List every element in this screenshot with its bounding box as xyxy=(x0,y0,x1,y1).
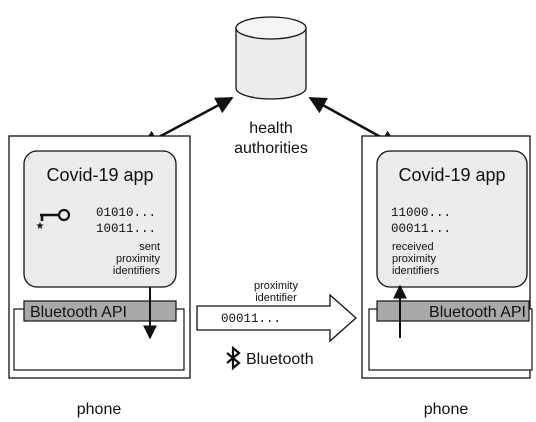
transfer-label-line1: proximity xyxy=(254,280,299,292)
right-bluetooth-api-label: Bluetooth API xyxy=(429,304,526,321)
right-caption-line2: proximity xyxy=(392,253,437,265)
left-app-box xyxy=(23,150,177,288)
transfer-arrow xyxy=(196,293,357,343)
left-binary-line2: 10011... xyxy=(96,222,156,236)
transfer-label-line2: identifier xyxy=(255,292,297,304)
svg-text:★: ★ xyxy=(36,221,45,232)
right-app-box xyxy=(376,150,528,288)
right-caption-line1: received xyxy=(392,241,434,253)
server-label-line1: health xyxy=(249,120,293,137)
right-binary-line1: 11000... xyxy=(391,206,451,220)
right-caption-line3: identifiers xyxy=(392,265,440,277)
right-phone xyxy=(361,135,533,379)
right-binary-line2: 00011... xyxy=(391,222,451,236)
transfer-value: 00011... xyxy=(221,312,281,326)
left-bluetooth-api-bar xyxy=(23,300,177,322)
right-bluetooth-api-bar xyxy=(376,300,530,322)
left-app-title: Covid-19 app xyxy=(46,165,153,185)
left-bluetooth-api-label: Bluetooth API xyxy=(30,304,127,321)
left-phone-label: phone xyxy=(77,401,122,418)
key-icon: ★ xyxy=(36,208,71,232)
server-label-line2: authorities xyxy=(234,140,308,157)
bluetooth-label: Bluetooth xyxy=(246,351,314,368)
bluetooth-icon xyxy=(226,345,241,371)
database-icon xyxy=(235,16,307,100)
left-caption-line2: proximity xyxy=(116,253,161,265)
left-phone xyxy=(8,135,191,379)
left-caption-line1: sent xyxy=(139,241,160,253)
left-binary-line1: 01010... xyxy=(96,206,156,220)
left-caption-line3: identifiers xyxy=(113,265,161,277)
right-app-title: Covid-19 app xyxy=(398,165,505,185)
right-phone-label: phone xyxy=(424,401,469,418)
